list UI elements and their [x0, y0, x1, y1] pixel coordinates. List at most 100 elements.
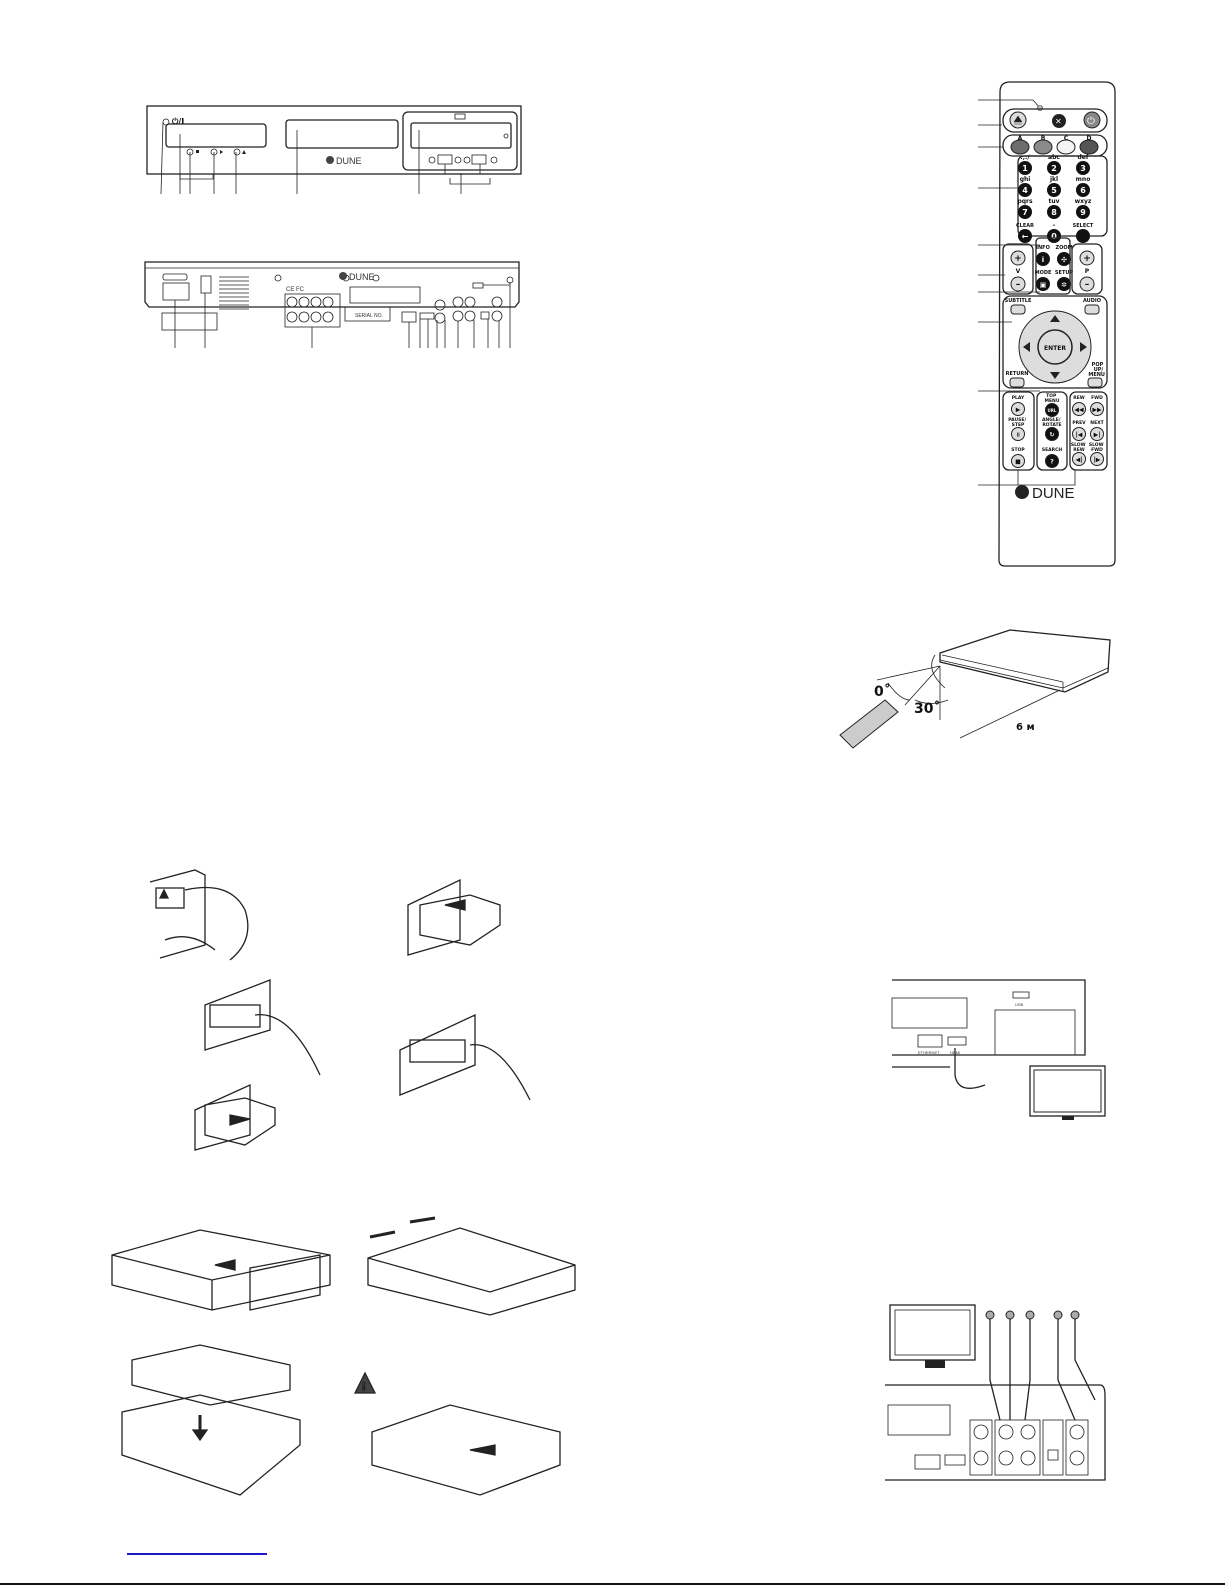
- play-icon: ▶: [1016, 407, 1021, 414]
- stop-label: STOP: [1011, 447, 1025, 453]
- popup-menu-label: POP UP/ MENU: [1088, 362, 1105, 378]
- tv-icon: [889, 1304, 976, 1361]
- number-key-5[interactable]: [1047, 183, 1061, 197]
- angle-0-label: 0˚: [874, 683, 891, 700]
- key-letters: .,:/: [1020, 154, 1030, 161]
- top-menu-label: TOP MENU: [1045, 393, 1060, 404]
- color-key-label: A: [1018, 135, 1023, 142]
- key-letters: abc: [1048, 154, 1060, 161]
- key-digit: 6: [1080, 186, 1086, 195]
- angle-30-label: 30˚: [914, 700, 940, 717]
- volume-down-button[interactable]: [1010, 276, 1026, 292]
- search-icon: ?: [1050, 459, 1054, 466]
- power-label: ⏻/I: [172, 117, 184, 126]
- page-up-button[interactable]: [1079, 250, 1095, 266]
- subtitle-button[interactable]: [1010, 304, 1026, 315]
- number-key-3[interactable]: [1076, 161, 1090, 175]
- front-callouts: [160, 121, 491, 195]
- audio-label: AUDIO: [1083, 298, 1101, 304]
- volume-plus: +: [1014, 254, 1022, 264]
- number-key-7[interactable]: [1018, 205, 1032, 219]
- cert-marks: CE FC: [286, 287, 305, 293]
- pause-label: PAUSE/ STEP: [1008, 417, 1027, 428]
- key-letters: wxyz: [1075, 198, 1092, 205]
- color-key-c[interactable]: [1056, 139, 1076, 155]
- volume-label: V: [1016, 268, 1021, 275]
- prev-label: PREV: [1072, 420, 1086, 426]
- page-minus: –: [1085, 280, 1090, 290]
- number-key-2[interactable]: [1047, 161, 1061, 175]
- distance-label: 6 м: [1016, 722, 1035, 733]
- mute-button[interactable]: [1052, 114, 1066, 128]
- info-button[interactable]: [1036, 252, 1050, 266]
- rew-button[interactable]: [1072, 402, 1086, 416]
- select-button[interactable]: [1076, 229, 1090, 243]
- next-button[interactable]: [1090, 427, 1104, 441]
- search-button[interactable]: [1045, 454, 1059, 468]
- return-button[interactable]: [1009, 377, 1025, 388]
- enter-label: ENTER: [1044, 345, 1066, 352]
- slow-rew-label: SLOW REW: [1071, 442, 1087, 453]
- fwd-button[interactable]: [1090, 402, 1104, 416]
- slow-fwd-label: SLOW FWD: [1089, 442, 1105, 453]
- angle-icon: ↻: [1049, 432, 1054, 439]
- number-key-4[interactable]: [1018, 183, 1032, 197]
- mode-button[interactable]: [1036, 277, 1050, 291]
- hdmi-connection-diagram: USB ETHERNET HDMI: [891, 979, 1106, 1120]
- dpad[interactable]: [1018, 310, 1092, 384]
- number-key-8[interactable]: [1047, 205, 1061, 219]
- number-key-1[interactable]: [1018, 161, 1032, 175]
- prev-button[interactable]: [1072, 427, 1086, 441]
- page-plus: +: [1083, 254, 1091, 264]
- color-key-b[interactable]: [1033, 139, 1053, 155]
- page-down-button[interactable]: [1079, 276, 1095, 292]
- zero-digit: 0: [1051, 232, 1057, 241]
- next-label: NEXT: [1090, 420, 1104, 426]
- color-key-label: D: [1087, 135, 1092, 142]
- volume-up-button[interactable]: [1010, 250, 1026, 266]
- footer-link[interactable]: [127, 1553, 267, 1555]
- mode-button-icon: ▣: [1040, 281, 1047, 289]
- remote-callouts: [978, 99, 1076, 486]
- play-button[interactable]: [1011, 402, 1025, 416]
- zero-key[interactable]: [1047, 229, 1061, 243]
- key-letters: jkl: [1049, 176, 1058, 183]
- remote-icon: [839, 699, 899, 749]
- setup-button[interactable]: [1057, 277, 1071, 291]
- color-key-label: C: [1064, 135, 1069, 142]
- enter-button[interactable]: [1037, 329, 1073, 365]
- subtitle-label: SUBTITLE: [1005, 298, 1032, 304]
- key-digit: 8: [1051, 208, 1057, 217]
- rear-brand-logo: DUNE: [349, 272, 375, 282]
- clear-button[interactable]: [1018, 229, 1032, 243]
- popup-menu-button[interactable]: [1087, 377, 1103, 388]
- next-icon: ▶|: [1094, 432, 1101, 439]
- number-key-9[interactable]: [1076, 205, 1090, 219]
- remote-brand-logo: DUNE: [1032, 485, 1075, 502]
- zoom-button[interactable]: [1057, 252, 1071, 266]
- fwd-icon: ▶▶: [1092, 407, 1102, 414]
- power-button[interactable]: [1083, 111, 1101, 129]
- search-label: SEARCH: [1042, 447, 1063, 453]
- angle-button[interactable]: [1045, 427, 1059, 441]
- color-key-a[interactable]: [1010, 139, 1030, 155]
- usb-label: USB: [1015, 1002, 1024, 1007]
- mode-button-label: MODE: [1035, 270, 1052, 276]
- remote-logo-icon: [1015, 485, 1029, 499]
- stop-button[interactable]: [1011, 454, 1025, 468]
- prev-icon: |◀: [1076, 432, 1083, 439]
- top-menu-button[interactable]: [1045, 403, 1059, 417]
- number-key-6[interactable]: [1076, 183, 1090, 197]
- key-letters: def: [1078, 154, 1089, 161]
- slow-fwd-icon: |▶: [1094, 457, 1101, 464]
- color-key-d[interactable]: [1079, 139, 1099, 155]
- audio-button[interactable]: [1084, 304, 1100, 315]
- pause-button[interactable]: [1011, 427, 1025, 441]
- slow-fwd-button[interactable]: [1090, 452, 1104, 466]
- slow-rew-button[interactable]: [1072, 452, 1086, 466]
- select-label: SELECT: [1073, 223, 1094, 229]
- zoom-button-icon: ✣: [1061, 256, 1067, 264]
- key-digit: 9: [1080, 208, 1086, 217]
- setup-button-icon: ✲: [1061, 281, 1067, 289]
